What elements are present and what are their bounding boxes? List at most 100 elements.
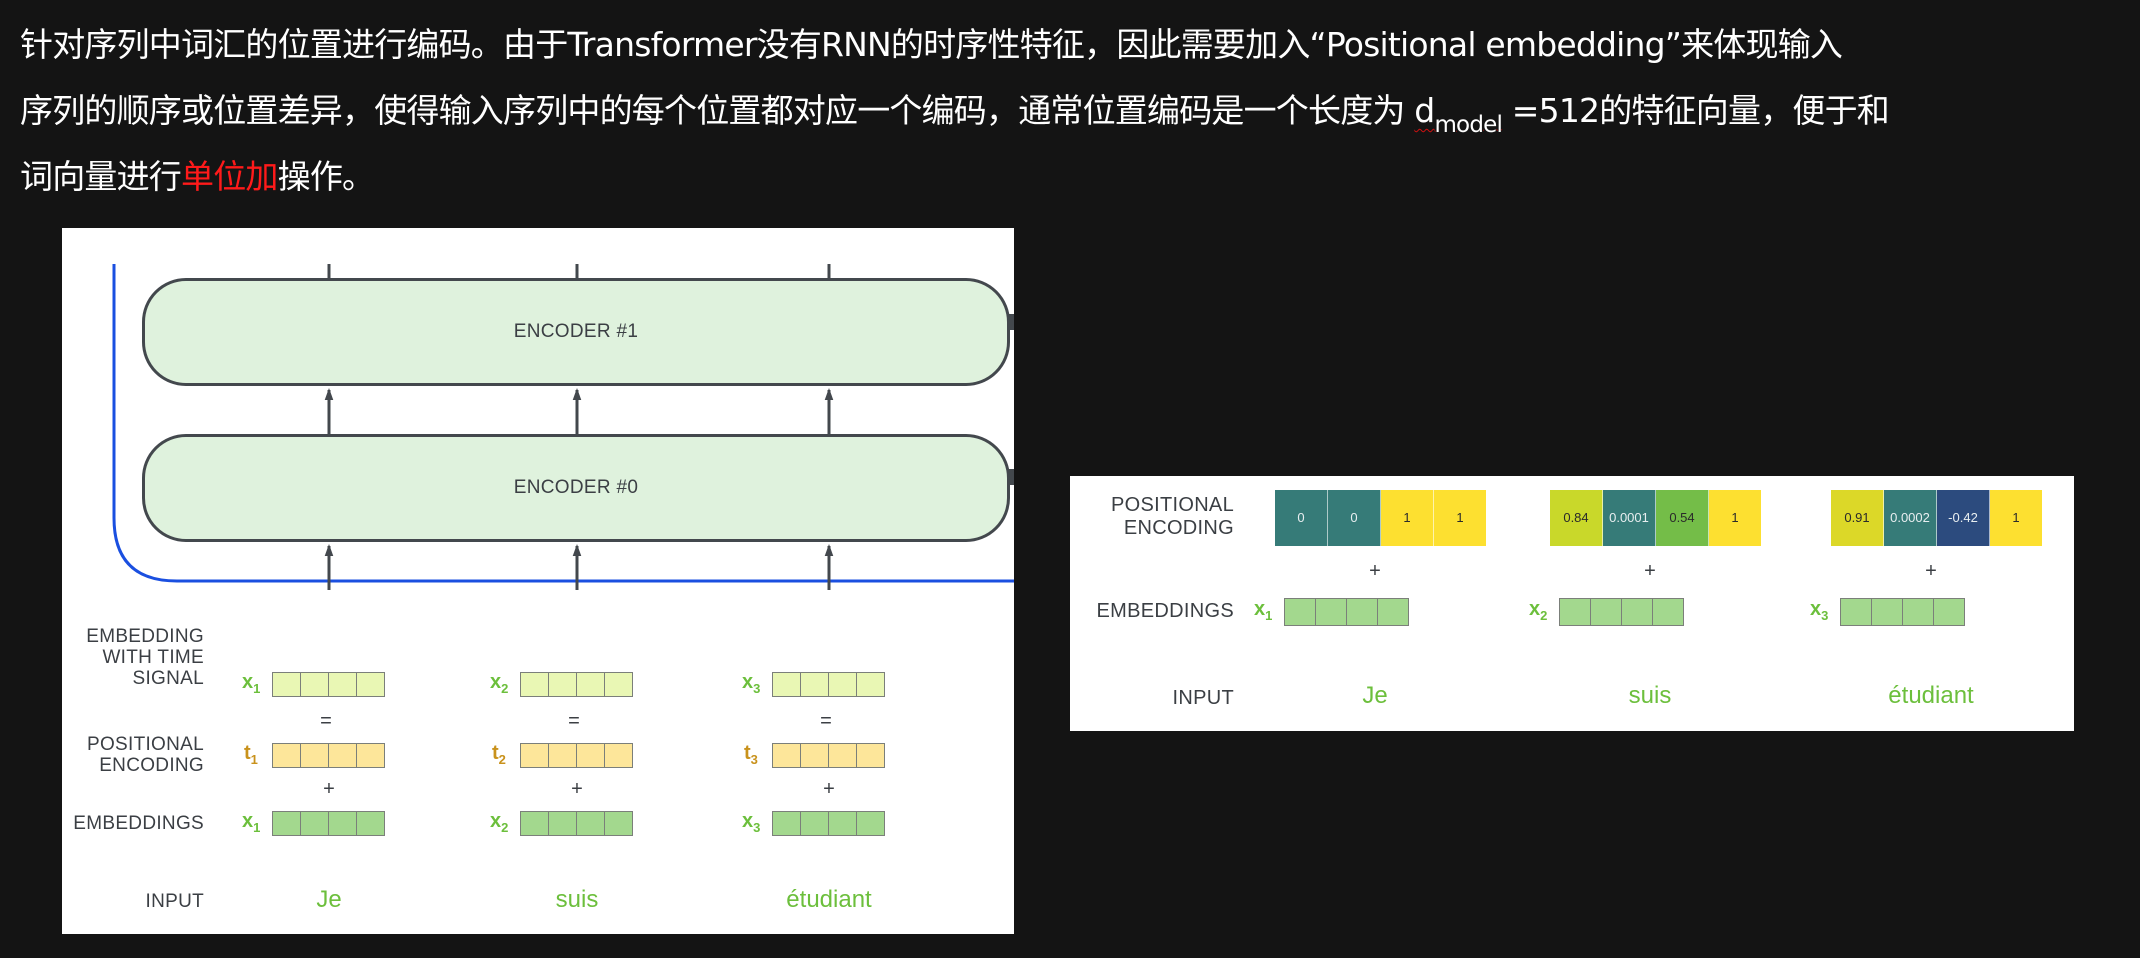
encoding-cell: 0.0002: [1884, 490, 1937, 546]
label-line: ENCODING: [99, 755, 204, 776]
encoding-cell: 1: [1990, 490, 2042, 546]
vector-cell: [329, 744, 357, 767]
sym-letter: x: [490, 810, 502, 832]
vector-cell: [1347, 599, 1378, 625]
paragraph-text: 序列的顺序或位置差异，使得输入序列中的每个位置都对应一个编码，通常位置编码是一个…: [20, 91, 1415, 130]
residual-connection-line: [112, 264, 1014, 583]
vector-cell: [801, 673, 829, 696]
vector-cell: [801, 812, 829, 835]
d-model-symbol: dmodel: [1414, 91, 1503, 137]
vector-cell: [773, 673, 801, 696]
encoding-cell: 0.54: [1656, 490, 1709, 546]
encoder-side-stub: [1008, 469, 1014, 485]
vector-cell: [1316, 599, 1347, 625]
label-line: EMBEDDINGS: [1096, 600, 1234, 622]
encoding-cell: 0.0001: [1603, 490, 1656, 546]
vector-cell: [357, 744, 384, 767]
encoding-cell: 0.91: [1831, 490, 1884, 546]
vector-cell: [829, 812, 857, 835]
plus-sign: +: [1925, 560, 1937, 582]
plus-sign: +: [571, 778, 583, 800]
label-line: INPUT: [1172, 687, 1234, 709]
embedding-vector: [1284, 598, 1409, 626]
embedding-symbol: x2: [1529, 597, 1547, 622]
embedding-symbol: x3: [742, 809, 760, 834]
embedding-vector: [520, 811, 633, 836]
sym-index: 3: [1821, 608, 1829, 623]
equals-sign: =: [320, 710, 332, 732]
vector-cell: [1872, 599, 1903, 625]
encoder-1-label: ENCODER #1: [513, 321, 639, 342]
vector-cell: [605, 812, 632, 835]
sym-index: 1: [250, 752, 258, 767]
input-word: Je: [1362, 682, 1388, 709]
vector-cell: [857, 673, 884, 696]
vector-cell: [801, 744, 829, 767]
sym-index: 3: [753, 681, 761, 696]
positional-symbol: t1: [244, 741, 258, 767]
plus-sign: +: [1369, 560, 1381, 582]
vector-cell: [605, 673, 632, 696]
label-line: POSITIONAL: [1110, 494, 1234, 516]
label-line: ENCODING: [1123, 517, 1234, 539]
vector-cell: [301, 812, 329, 835]
plus-sign: +: [1644, 560, 1656, 582]
description-paragraph: 针对序列中词汇的位置进行编码。由于Transformer没有RNN的时序性特征，…: [20, 12, 2130, 210]
label-line: POSITIONAL: [86, 734, 204, 755]
embedding-symbol: x2: [490, 809, 509, 835]
embedding-symbol: x3: [1810, 597, 1829, 623]
paragraph-text: =512的特征向量，便于和: [1502, 91, 1890, 130]
label-line: EMBEDDING: [86, 626, 204, 647]
sym-index: 1: [253, 820, 261, 835]
plus-sign: +: [823, 778, 835, 800]
vector-cell: [577, 812, 605, 835]
vector-cell: [329, 673, 357, 696]
encoding-cell: -0.42: [1937, 490, 1990, 546]
sym-index: 1: [1265, 608, 1273, 623]
vector-cell: [357, 812, 384, 835]
positional-vector: [772, 743, 885, 768]
vector-cell: [549, 744, 577, 767]
positional-vector: [272, 743, 385, 768]
sym-letter: x: [1529, 598, 1541, 620]
label-embedding-with-time-signal: EMBEDDING WITH TIME SIGNAL: [86, 626, 204, 689]
sym-index: 2: [501, 820, 509, 835]
positional-symbol: t2: [492, 741, 506, 767]
vector-cell: [1285, 599, 1316, 625]
label-positional-encoding: POSITIONAL ENCODING: [87, 734, 204, 776]
sym-letter: x: [1810, 598, 1822, 620]
encoder-connections: [112, 264, 1014, 590]
input-word: Je: [316, 886, 342, 913]
vector-cell: [301, 744, 329, 767]
encoder-stack-diagram: ENCODER #1 ENCODER #0 EMBEDDING WITH TIM…: [62, 228, 1014, 934]
d-symbol: d: [1414, 91, 1435, 130]
encoding-cell: 1: [1434, 490, 1486, 546]
label-line: EMBEDDINGS: [73, 813, 204, 834]
encoding-cell: 0.84: [1550, 490, 1603, 546]
vector-cell: [857, 744, 884, 767]
vector-cell: [1653, 599, 1683, 625]
vector-cell: [1903, 599, 1934, 625]
vector-cell: [549, 812, 577, 835]
sym-index: 2: [498, 752, 506, 767]
sym-index: 1: [253, 681, 261, 696]
label-input: INPUT: [1173, 687, 1235, 710]
sym-index: 3: [750, 752, 758, 767]
paragraph-text: 词向量进行: [20, 157, 182, 196]
embedding-vector: [272, 811, 385, 836]
vector-cell: [577, 673, 605, 696]
input-word: étudiant: [786, 886, 872, 913]
vector-cell: [273, 744, 301, 767]
vector-cell: [273, 673, 301, 696]
sym-letter: t: [744, 742, 751, 764]
label-line: INPUT: [145, 891, 204, 912]
equals-sign: =: [568, 710, 580, 732]
label-line: SIGNAL: [132, 668, 204, 689]
vector-cell: [829, 744, 857, 767]
time-signal-vector: [272, 672, 385, 697]
time-signal-symbol: x2: [490, 670, 508, 695]
paragraph-line-2: 序列的顺序或位置差异，使得输入序列中的每个位置都对应一个编码，通常位置编码是一个…: [20, 78, 2130, 144]
positional-vector: [520, 743, 633, 768]
encoder-0-label: ENCODER #0: [513, 477, 639, 498]
